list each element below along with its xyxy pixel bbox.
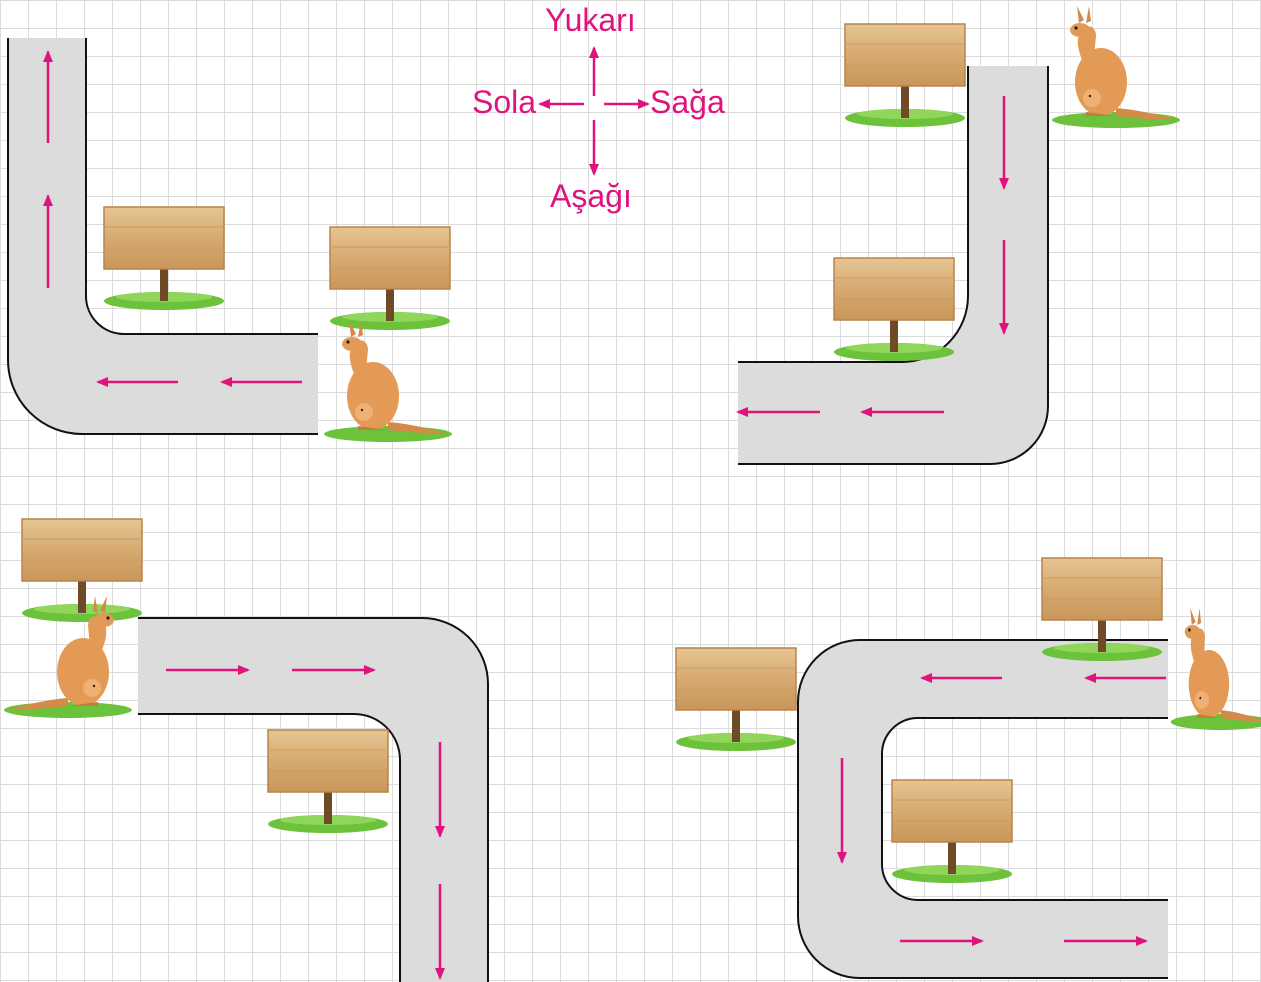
kangaroo-icon [324,320,452,442]
compass-down-label: Aşağı [550,178,632,214]
road-route-1 [7,38,318,435]
wooden-sign-icon [844,23,966,128]
compass-arrows [538,46,650,176]
road-route-2-arrows [736,96,1009,417]
road-route-4 [797,639,1168,979]
compass-right-label: Sağa [650,84,725,120]
road-route-4-arrows [837,673,1166,946]
kangaroo-icon [1170,608,1261,730]
kangaroo-icon [1052,6,1180,128]
wooden-sign-icon [21,518,143,623]
road-route-1-arrows [43,50,302,387]
wooden-sign-icon [675,647,797,752]
wooden-sign-icon [103,206,225,311]
compass-up-label: Yukarı [545,2,636,38]
wooden-sign-icon [329,226,451,331]
road-route-2 [738,66,1049,465]
road-route-3 [138,617,489,982]
road-route-3-arrows [166,665,445,980]
wooden-sign-icon [267,729,389,834]
compass-left-label: Sola [472,84,537,120]
wooden-sign-icon [891,779,1013,884]
wooden-sign-icon [833,257,955,362]
